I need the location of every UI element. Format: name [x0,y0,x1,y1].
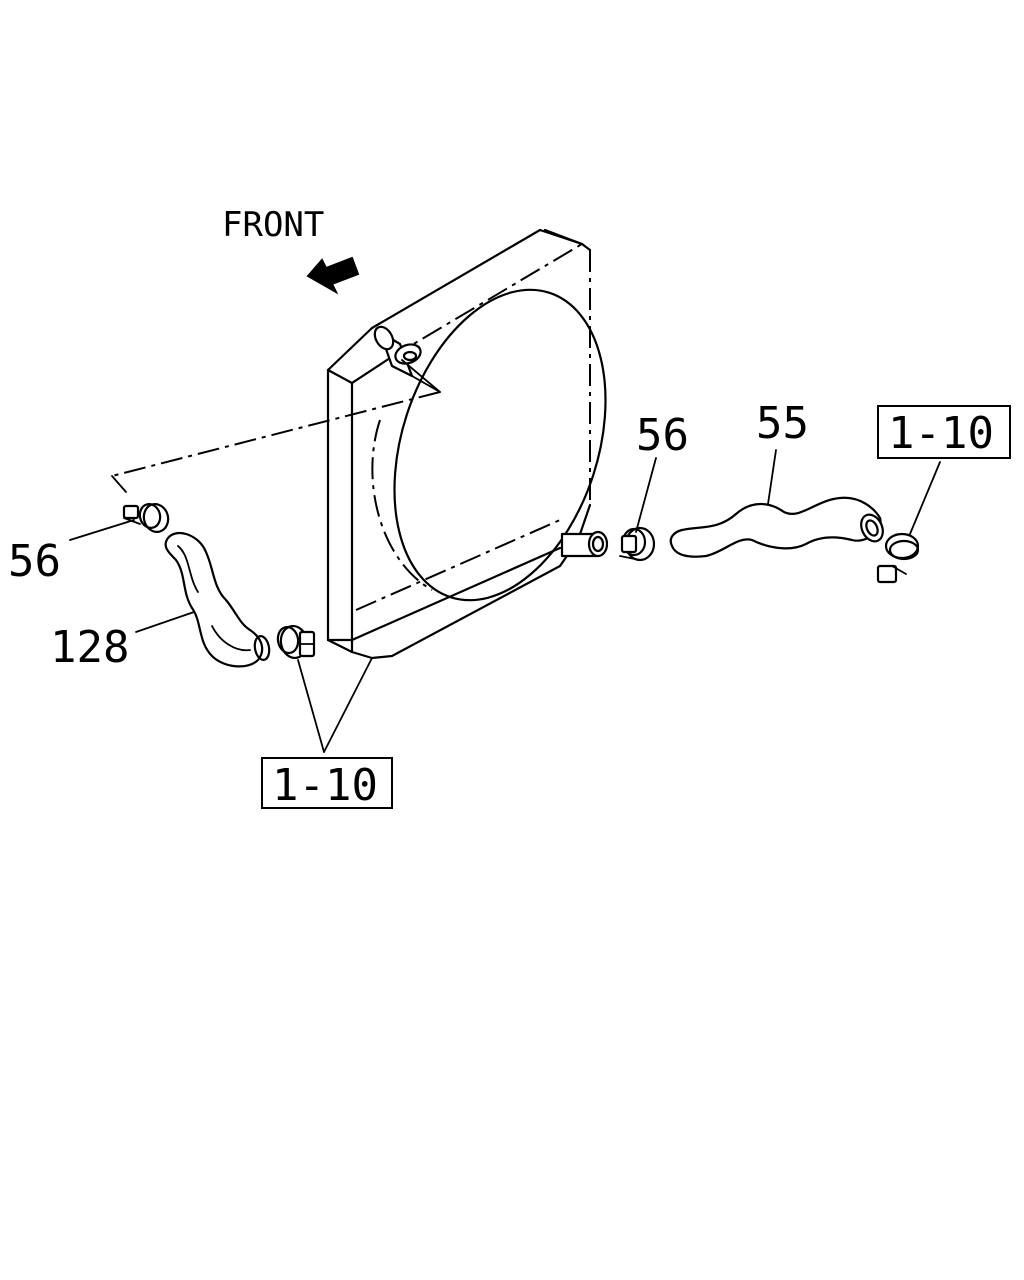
leader-ref-lower [297,657,373,753]
front-label: FRONT [222,205,324,245]
callout-ref-upper: 1-10 [888,408,994,459]
upper-inlet-nozzle [373,325,422,378]
clamp-left [122,503,170,533]
callout-clamp-left: 56 [8,536,61,587]
radiator-shroud [326,228,607,660]
callout-hose-upper: 55 [756,398,809,449]
hose-upper [669,496,884,558]
callout-ref-lower: 1-10 [272,760,378,811]
clamp-right [619,526,656,562]
callout-hose-lower: 128 [50,622,129,673]
leader-upper-nozzle [111,359,441,493]
hose-lower [164,531,271,668]
right-outlet-nozzle [560,530,609,558]
clamp-far-right [876,532,920,584]
ref-box-upper [877,405,1011,459]
front-arrow-icon [306,256,360,295]
leader-ref-upper [909,461,941,535]
leader-hose-lower [135,611,195,633]
leader-clamp-right [635,457,657,533]
ref-box-lower [261,757,393,809]
leader-clamp-left [69,519,135,541]
clamp-lower-mid [276,624,316,660]
leader-hose-upper [767,449,777,505]
callout-clamp-right: 56 [636,410,689,461]
